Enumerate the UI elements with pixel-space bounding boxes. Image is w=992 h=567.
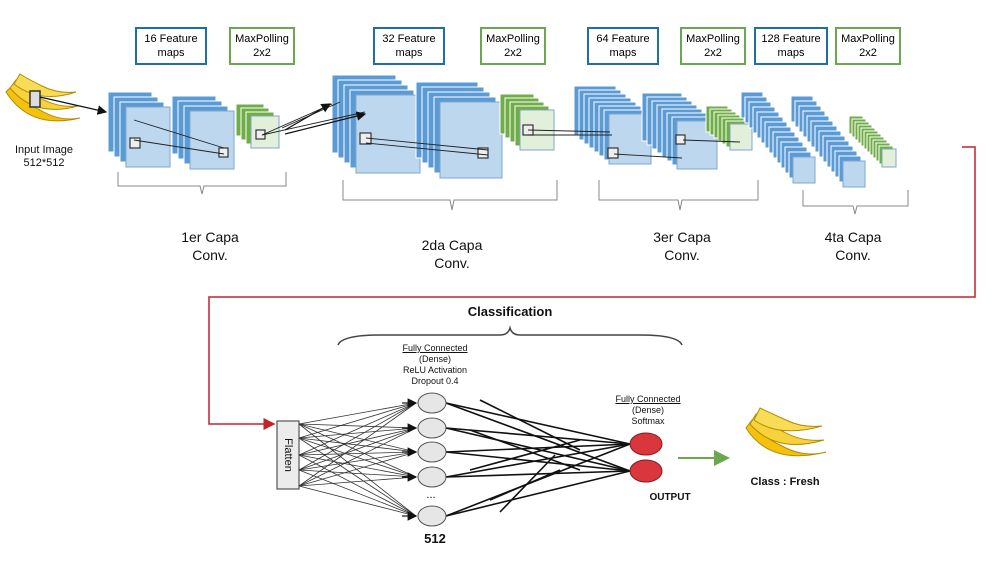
- result-label: Class : Fresh: [750, 476, 820, 488]
- pool-stack-3: [705, 105, 753, 151]
- pool-stack-1: [235, 103, 280, 149]
- conv-stack-2b: [415, 81, 503, 179]
- conv-stack-1a: [107, 91, 171, 168]
- pool-stack-4: [848, 115, 897, 168]
- dense1-label: Fully Connected (Dense) ReLU Activation …: [402, 343, 468, 386]
- hidden-node: [417, 441, 447, 463]
- hidden-node: [417, 466, 447, 488]
- output-banana-icon: [745, 407, 827, 457]
- dense1-ellipsis: ...: [426, 489, 436, 501]
- classification-brace: [337, 325, 683, 346]
- output-label: OUTPUT: [649, 492, 691, 503]
- dense1-units: 512: [424, 531, 446, 546]
- output-node: [629, 459, 663, 483]
- hidden-node: [417, 505, 447, 527]
- input-patch: [29, 90, 41, 108]
- conv-stack-2a: [331, 74, 421, 174]
- conv-stack-3b: [641, 92, 718, 170]
- flatten-label: Flatten: [282, 438, 295, 472]
- conv-stack-1b: [171, 95, 235, 170]
- hidden-node: [417, 417, 447, 439]
- output-node: [629, 432, 663, 456]
- input-banana-icon: [5, 73, 81, 122]
- pool-stack-2: [499, 93, 555, 151]
- flatten-label-wrap: Flatten: [277, 421, 299, 489]
- conv-stack-4b: [790, 95, 866, 188]
- classification-title: Classification: [467, 304, 553, 319]
- network-edges: [298, 399, 631, 517]
- conv-stack-4a: [740, 91, 816, 184]
- hidden-node: [417, 392, 447, 414]
- guide-lines: [129, 101, 741, 159]
- dense2-label: Fully Connected (Dense) Softmax: [615, 394, 681, 426]
- layer-braces: [117, 172, 909, 215]
- stage-connector: [208, 146, 976, 430]
- input-arrow: [39, 96, 108, 115]
